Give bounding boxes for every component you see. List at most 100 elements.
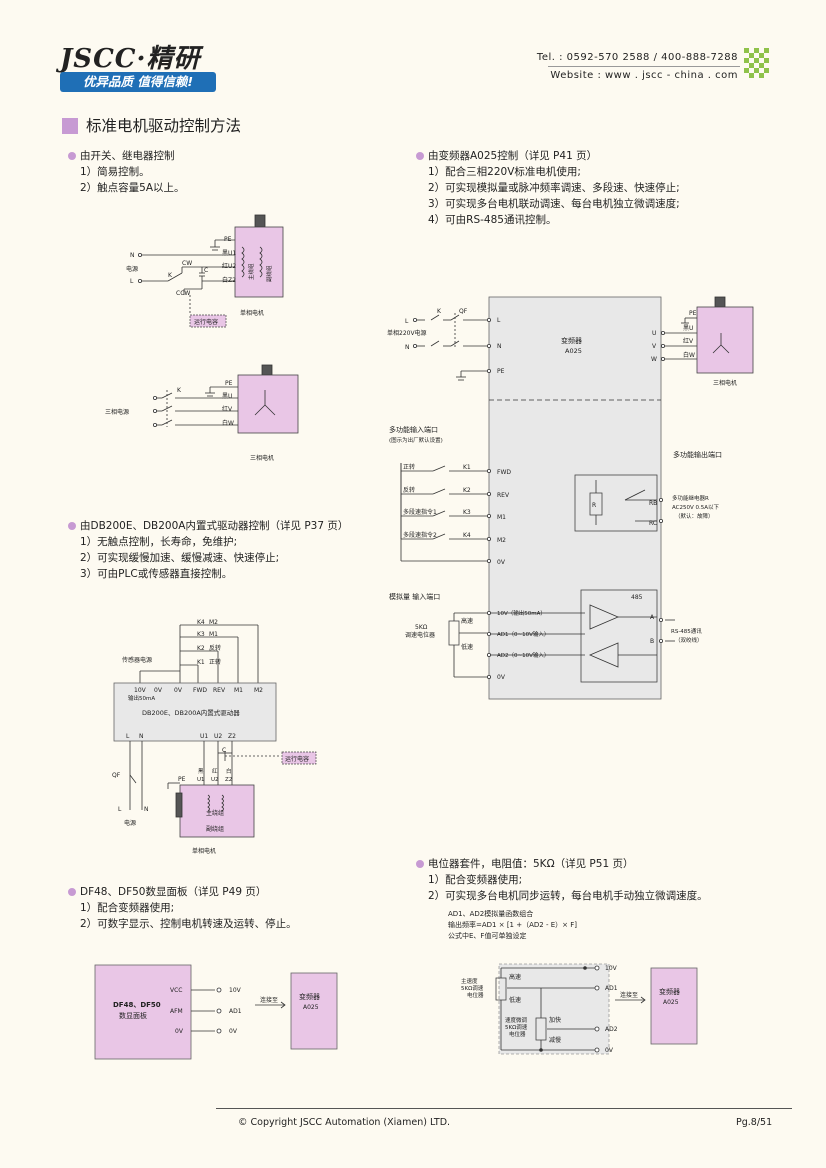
d2-red-v: 红V [222,405,233,413]
d4-in-label: 反转 [403,486,415,494]
d1-power: 电源 [126,265,138,273]
d3-term: 0V [154,687,163,694]
d5-o1: 10V [229,987,242,994]
d6-connect: 连接至 [620,991,638,999]
bullet-icon [68,522,76,530]
d4-in-label: 多段速指令1 [403,508,437,516]
d5-vcc: VCC [170,987,182,994]
d1-ccw: CCW [176,290,190,297]
d4-qf: QF [459,308,468,315]
d5-afm: AFM [170,1008,183,1015]
d1-red-u2: 红U2 [222,262,236,270]
d1-c: C [204,267,208,274]
d3-k3: K3 [197,631,205,638]
d2-k: K [177,387,182,394]
d4-in-label: 多段速指令2 [403,531,437,539]
sec5-note: AD1、AD2模拟量函数组合 [448,910,534,918]
d4-ain: 模拟量 输入端口 [389,592,440,601]
d3-red: 红 [212,767,218,775]
d1-white-z2: 白Z2 [222,276,236,284]
d6-inv: 变频器 [659,987,680,996]
page-title: 标准电机驱动控制方法 [86,117,242,135]
d3-bottom: N [139,733,144,740]
sec1-item: 2）触点容量5A以上。 [80,182,185,194]
d4-ad2: AD2（0~10V输入） [497,651,549,659]
d4-mfi-note: (图示为出厂默认设置) [389,436,443,444]
sec5-item: 2）可实现多台电机同步运转，每台电机手动独立微调速度。 [428,890,708,902]
d4-high: 高速 [461,617,473,625]
d5-inv2: A025 [303,1004,319,1011]
d4-a: A [650,614,655,621]
logo-text: JSCC·精研 [60,44,201,74]
d3-white: 白 [226,767,232,775]
header-tel: Tel. : 0592-570 2588 / 400-888-7288 [536,52,738,63]
d3-term: REV [213,687,226,694]
sec1-title: 由开关、继电器控制 [68,148,175,164]
d6-t3: AD2 [605,1026,618,1033]
d3-bottom: L [126,733,130,740]
d3-term: FWD [193,687,207,694]
d4-ad1: AD1（0~10V输入） [497,630,549,638]
d4-b: B [650,638,654,645]
slogan-banner: 优异品质 值得信赖! [60,72,216,92]
diagram-potentiometer-kit: 主速度 5KΩ调速 电位器 高速 低速 速度微调 5KΩ调速 电位器 加快 减慢… [461,963,698,1055]
d3-qf: QF [112,772,121,779]
sec5-title: 电位器套件，电阻值：5KΩ（详见 P51 页） [416,856,633,872]
diagram-a025-inverter: L N QF K 单相220V电源 L N PE 变频器 A025 U V W … [387,296,754,700]
d3-bottom: U1 [200,733,208,740]
d3-bottom: U2 [214,733,222,740]
sec4-title: 由变频器A025控制（详见 P41 页） [416,148,597,164]
sec5-item: 1）配合变频器使用; [428,874,523,886]
d4-red-v: 红V [683,337,694,345]
d6-main: 主速度 [461,977,478,985]
d4-rs2: （双绞线） [675,636,703,644]
diagram-df48-panel: DF48、DF50 数显面板 VCC AFM 0V 10V AD1 0V 连接至… [94,964,338,1060]
d1-pe: PE [224,236,232,243]
d3-c: C [222,747,226,754]
d6-t1: 10V [605,965,618,972]
checker-pattern-icon [744,48,769,78]
d1-cap: 运行电容 [194,318,218,326]
d6-t2: AD1 [605,985,618,992]
d1-black-u1: 黑U1 [222,250,236,257]
d4-in-label: 正转 [403,463,415,471]
d4-0v-2: 0V [497,674,506,681]
d3-n: N [144,806,149,813]
d4-power: 单相220V电源 [387,329,427,337]
d4-l: L [405,318,409,325]
d4-in-k: K3 [463,509,471,516]
d6-inv2: A025 [663,999,679,1006]
sec5-note: 公式中E、F值可单独设定 [448,932,527,940]
d4-10v: 10V（输出50mA） [497,609,546,617]
d4-relay: 多功能继电器R [672,494,709,502]
d4-black-u: 黑U [683,325,693,332]
d1-k: K [168,272,173,279]
d4-r: R [592,502,596,509]
sec4-item: 3）可实现多台电机联动调速、每台电机独立微调速度; [428,198,680,210]
footer-copyright: © Copyright JSCC Automation (Xiamen) LTD… [238,1117,451,1128]
d1-l: L [130,278,134,285]
d4-pe: PE [689,310,697,317]
footer-divider [216,1108,792,1109]
d4-rs: RS-485通讯 [671,627,702,635]
d1-cw: CW [182,260,192,267]
bullet-icon [416,152,424,160]
d3-power: 电源 [124,819,136,827]
d6-main2: 5KΩ调速 [461,984,484,992]
d4-in-t: M1 [497,514,506,521]
d3-term: 0V [174,687,183,694]
d3-m2: M2 [209,619,218,626]
d4-in-k: K2 [463,487,471,494]
d4-in-k: K4 [463,532,471,539]
d6-low: 低速 [509,996,521,1004]
d3-motor: 单相电机 [192,847,216,855]
d4-inv2: A025 [565,347,582,355]
d4-in-t: M2 [497,537,506,544]
sec5-note: 输出频率=AD1 × [1 +（AD2 - E）× F] [448,921,577,929]
d4-in-t: REV [497,492,510,499]
d4-rc: RC [649,520,657,527]
d4-w: W [651,356,657,363]
d4-relay2: AC250V 0.5A以下 [672,504,720,511]
d4-relay3: （默认：故障） [675,512,714,520]
d4-term-l: L [497,317,501,324]
